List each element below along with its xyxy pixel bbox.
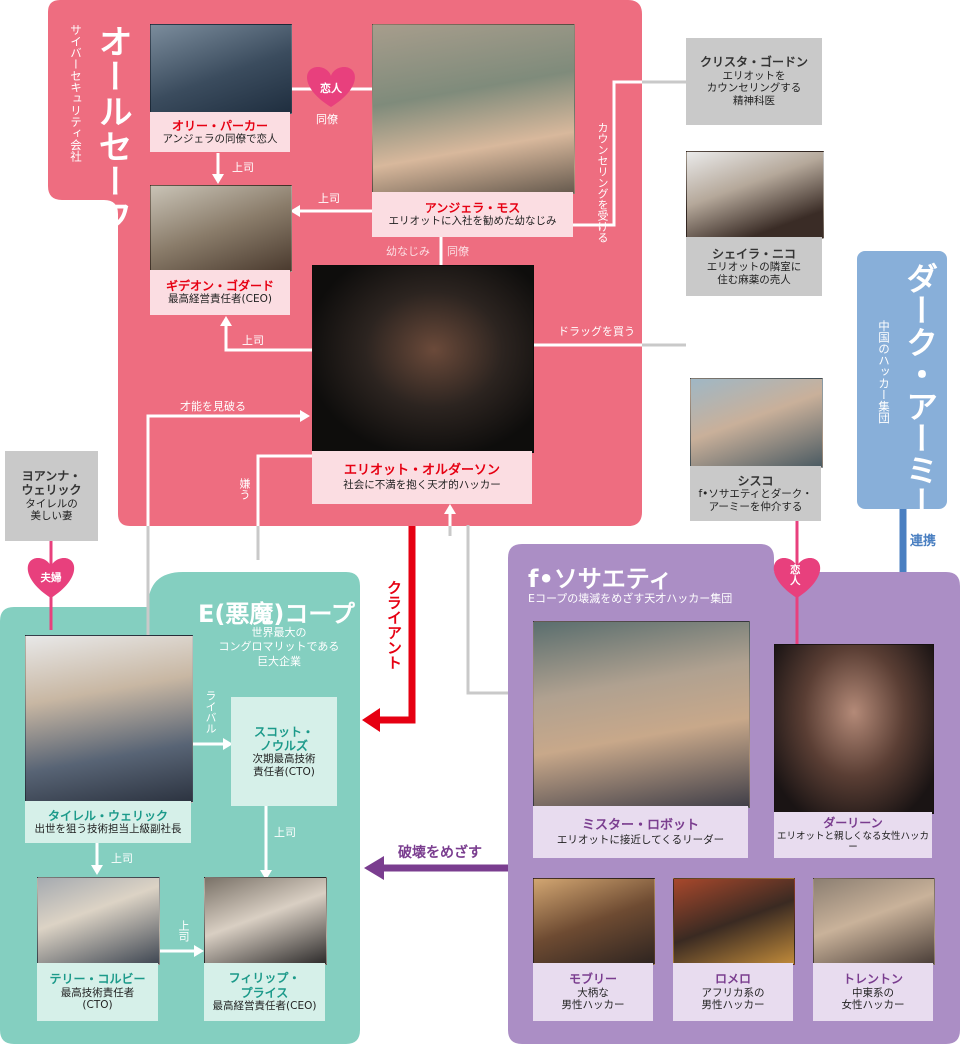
gideon-name: ギデオン・ゴダード [165, 279, 274, 293]
elliot-card: エリオット・オルダーソン 社会に不満を抱く天才的ハッカー [312, 451, 532, 504]
shayla-photo [686, 151, 824, 239]
angela-card: アンジェラ・モス エリオットに入社を勧めた幼なじみ [372, 192, 573, 237]
alliance-label: 連携 [910, 534, 937, 549]
ecorp-title: E(悪魔)コープ [198, 600, 355, 628]
tyrell-card: タイレル・ウェリック 出世を狙う技術担当上級副社長 [25, 801, 191, 843]
darlene-name: ダーリーン [823, 816, 883, 831]
terry-photo [37, 877, 160, 965]
robot-name: ミスター・ロボット [581, 817, 699, 833]
hate-label: 嫌う [238, 478, 251, 500]
robot-desc: エリオットに接近してくるリーダー [556, 833, 725, 846]
romero-name: ロメロ [714, 972, 751, 987]
destroy-label: 破壊をめざす [398, 845, 482, 861]
terry-name: テリー・コルビー [49, 972, 146, 987]
boss-label-phillip: 上司 [177, 920, 190, 942]
darkarmy-title: ダーク・アーミー [901, 262, 939, 518]
darlene-desc: エリオットと親しくなる女性ハッカー [776, 830, 929, 854]
shayla-card: シェイラ・ニコ エリオットの隣室に 住む麻薬の売人 [686, 237, 822, 296]
elliot-desc: 社会に不満を抱く天才的ハッカー [343, 479, 501, 491]
trenton-card: トレントン 中東系の 女性ハッカー [813, 963, 933, 1021]
angela-photo [372, 24, 575, 194]
ollie-card: オリー・パーカー アンジェラの同僚で恋人 [150, 112, 290, 152]
robot-photo [533, 621, 750, 808]
heart-icon [307, 67, 355, 107]
boss-label-elliot: 上司 [242, 334, 264, 347]
darlene-card: ダーリーン エリオットと親しくなる女性ハッカー [774, 812, 932, 858]
angela-name: アンジェラ・モス [424, 201, 521, 215]
elliot-name: エリオット・オルダーソン [343, 463, 500, 479]
robot-card: ミスター・ロボット エリオットに接近してくるリーダー [533, 806, 748, 858]
allsafe-title: オールセーフ [92, 24, 132, 234]
ollie-desc: アンジェラの同僚で恋人 [162, 132, 278, 145]
tyrell-desc: 出世を狙う技術担当上級副社長 [34, 822, 182, 835]
coworker-label-angela: 同僚 [447, 245, 469, 258]
darkarmy-group-box [857, 251, 947, 509]
phillip-desc: 最高経営責任者(CEO) [212, 1000, 317, 1013]
krista-name: クリスタ・ゴードン [699, 55, 808, 70]
gideon-photo [150, 185, 292, 272]
boss-label-ollie: 上司 [232, 161, 254, 174]
ollie-name: オリー・パーカー [171, 118, 268, 133]
cisco-photo [690, 378, 823, 468]
destroy-arrow-head [364, 856, 384, 880]
rival-label: ライバル [204, 690, 217, 734]
tyrell-photo [25, 635, 193, 803]
angela-desc: エリオットに入社を勧めた幼なじみ [388, 215, 557, 228]
mobley-photo [533, 878, 655, 965]
phillip-name: フィリップ・ [228, 971, 301, 986]
client-arrow-head [362, 708, 380, 732]
heart-icon [773, 558, 821, 598]
gideon-card: ギデオン・ゴダード 最高経営責任者(CEO) [150, 270, 290, 315]
fsociety-desc: Eコープの壊滅をめざす天才ハッカー集団 [528, 592, 733, 605]
darlene-photo [774, 644, 934, 814]
mobley-name: モブリー [568, 972, 617, 987]
ollie-photo [150, 24, 292, 114]
romero-card: ロメロ アフリカ系の 男性ハッカー [673, 963, 793, 1021]
childhood-label: 幼なじみ [386, 245, 430, 258]
shayla-name: シェイラ・ニコ [711, 246, 796, 261]
trenton-photo [813, 878, 935, 965]
allsafe-desc: サイバーセキュリティ会社 [69, 24, 83, 162]
krista-card: クリスタ・ゴードン エリオットを カウンセリングする 精神科医 [686, 38, 822, 125]
cisco-name: シスコ [737, 473, 774, 488]
boss-label-scott: 上司 [274, 826, 296, 839]
lovers-label: 恋人 [320, 82, 342, 95]
mobley-card: モブリー 大柄な 男性ハッカー [533, 963, 653, 1021]
trenton-name: トレントン [842, 972, 903, 987]
counseling-label: カウンセリングを受ける [596, 122, 609, 243]
cisco-card: シスコ f•ソサエティとダーク・ アーミーを仲介する [690, 466, 821, 521]
client-label: クライアント [385, 580, 403, 670]
gideon-desc: 最高経営責任者(CEO) [168, 293, 272, 306]
elliot-photo [312, 265, 534, 453]
darkarmy-desc: 中国のハッカー集団 [877, 320, 891, 424]
phillip-card: フィリップ・ プライス 最高経営責任者(CEO) [204, 963, 325, 1021]
scott-card: スコット・ ノウルズ 次期最高技術 責任者(CTO) [231, 697, 337, 806]
buy-drugs-label: ドラッグを買う [558, 325, 635, 338]
couple-label: 夫婦 [40, 572, 62, 584]
talent-label: 才能を見破る [180, 400, 246, 413]
lovers-label-darlene: 恋人 [790, 564, 801, 588]
scott-name: スコット・ [253, 724, 314, 739]
tyrell-name: タイレル・ウェリック [47, 808, 168, 823]
coworker-label-ollie: 同僚 [316, 113, 338, 126]
fsociety-title: f•ソサエティ [528, 565, 673, 593]
ecorp-desc: 世界最大のコングロマリットである巨大企業 [218, 626, 340, 668]
joanna-card: ヨアンナ・ ウェリック タイレルの 美しい妻 [5, 451, 98, 541]
phillip-photo [204, 877, 327, 965]
boss-label-terry: 上司 [111, 852, 133, 865]
boss-label-angela: 上司 [318, 192, 340, 205]
romero-photo [673, 878, 795, 965]
heart-icon [27, 558, 75, 598]
terry-card: テリー・コルビー 最高技術責任者 (CTO) [37, 963, 158, 1021]
